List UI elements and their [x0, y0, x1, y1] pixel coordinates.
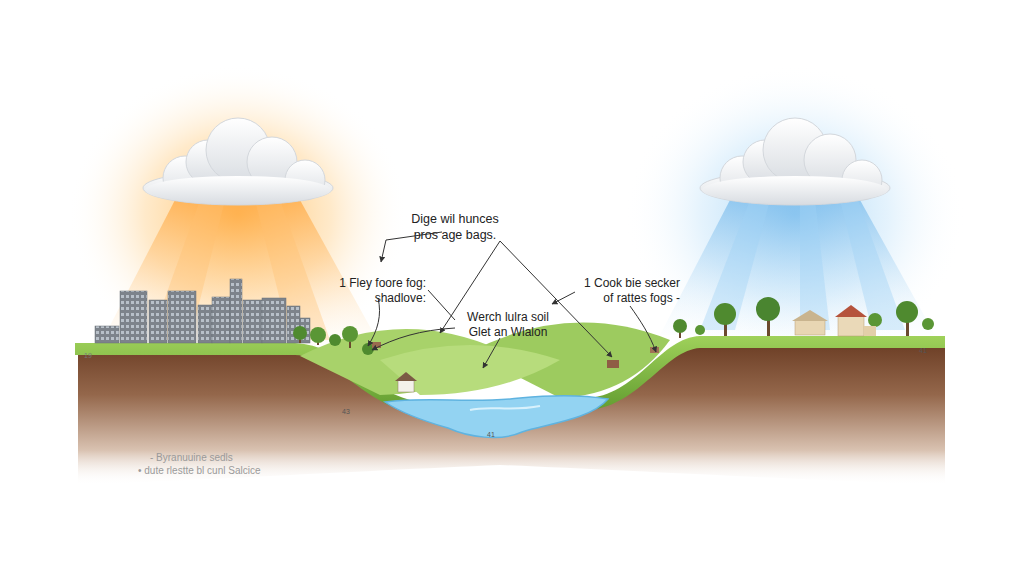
- house-roof: [792, 310, 828, 321]
- building: [95, 326, 119, 343]
- city: [95, 279, 310, 343]
- leader-line: [368, 298, 380, 346]
- leader-line: [500, 241, 612, 357]
- river-ripple: [470, 406, 540, 410]
- tree: [673, 319, 687, 333]
- note-text: • dute rlestte bl cunl Salcice: [138, 465, 328, 478]
- tree: [714, 303, 736, 325]
- trees: [293, 297, 934, 355]
- house: [372, 342, 381, 348]
- cool-rays: [660, 200, 935, 335]
- leader-line: [428, 290, 455, 320]
- tree: [293, 326, 307, 340]
- building: [243, 300, 262, 343]
- callout-text: 1 Cook bie secker of rattes fogs -: [574, 276, 680, 306]
- callout-text: Dige wil hunces pros age bags.: [405, 212, 505, 243]
- callout-number: 19: [84, 352, 104, 361]
- building: [120, 291, 147, 343]
- tree: [310, 327, 326, 343]
- tree: [922, 318, 934, 330]
- tree: [896, 301, 918, 323]
- tree: [868, 313, 882, 327]
- note-text: - Byranuuine sedls: [150, 452, 310, 465]
- house: [795, 320, 825, 335]
- tree: [756, 297, 780, 321]
- leader-line: [552, 292, 575, 304]
- callout-number: 41: [919, 347, 939, 356]
- house: [607, 360, 619, 368]
- house: [838, 316, 864, 336]
- sun-rays: [100, 200, 380, 345]
- leader-line: [630, 306, 656, 352]
- cloud-part: [145, 176, 331, 204]
- building: [198, 305, 212, 343]
- callout-text: 1 Fley foore fog: shadlove:: [322, 276, 426, 306]
- cool-glow: [625, 65, 965, 365]
- building: [230, 279, 242, 343]
- leader-line: [372, 328, 455, 350]
- callout-number: 41: [487, 431, 507, 440]
- house: [864, 326, 876, 336]
- callout-number: 43: [342, 408, 362, 417]
- hill: [380, 345, 560, 395]
- house: [398, 380, 414, 392]
- river: [385, 396, 608, 438]
- warm-cloud: [143, 118, 333, 205]
- leader-line: [483, 338, 500, 368]
- tree: [329, 334, 341, 346]
- house-roof: [395, 372, 417, 381]
- tree: [342, 326, 358, 342]
- house-roof: [835, 305, 867, 317]
- cloud-part: [702, 176, 888, 204]
- building: [262, 298, 286, 343]
- warm-glow: [68, 65, 408, 365]
- callout-text: Werch lulra soil Glet an Wlalon: [458, 310, 558, 340]
- tree: [695, 325, 705, 335]
- houses: [372, 305, 876, 392]
- cool-ray: [800, 200, 830, 330]
- building: [212, 297, 230, 343]
- cool-cloud: [700, 118, 890, 205]
- soil-section: [78, 346, 945, 485]
- building: [168, 291, 196, 343]
- building: [149, 300, 167, 343]
